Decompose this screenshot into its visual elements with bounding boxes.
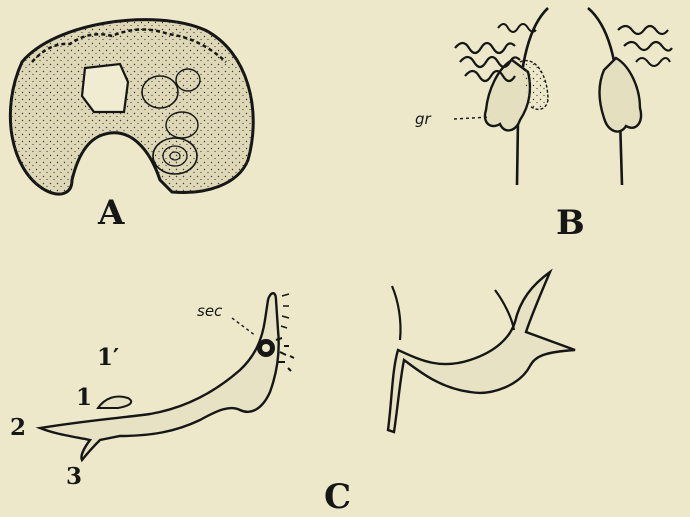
branch-label-1-prime: 1′	[97, 346, 119, 369]
panel-b-label: B	[556, 206, 585, 240]
branch-label-1: 1	[76, 386, 92, 409]
panel-a-label: A	[98, 196, 124, 230]
panel-c-branched-duct-right	[388, 272, 575, 432]
branch-label-3: 3	[66, 465, 82, 488]
panel-c-label: C	[324, 480, 351, 514]
panel-b-gland-drawing	[454, 8, 672, 185]
gr-annotation: gr	[415, 112, 431, 127]
panel-c-branched-duct-left	[40, 293, 294, 460]
branch-label-2: 2	[10, 416, 26, 439]
sec-annotation: sec	[197, 304, 222, 319]
panel-a-section-drawing	[10, 20, 253, 194]
